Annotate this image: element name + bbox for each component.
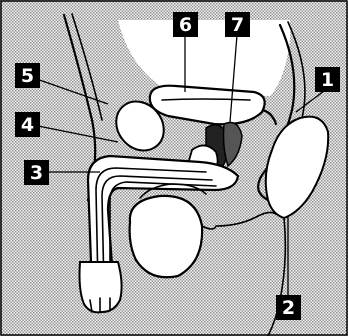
label-4: 4 xyxy=(15,112,40,137)
label-3-text: 3 xyxy=(30,162,43,184)
label-7-text: 7 xyxy=(231,14,244,36)
label-3: 3 xyxy=(24,160,49,185)
scrotum-testis xyxy=(130,196,203,277)
label-2-text: 2 xyxy=(282,297,295,319)
label-5-text: 5 xyxy=(21,65,34,87)
label-2: 2 xyxy=(276,295,301,320)
label-6: 6 xyxy=(173,12,198,37)
label-4-text: 4 xyxy=(21,114,34,136)
label-7: 7 xyxy=(225,12,250,37)
label-1: 1 xyxy=(315,67,340,92)
label-6-text: 6 xyxy=(179,14,192,36)
label-5: 5 xyxy=(15,63,40,88)
label-1-text: 1 xyxy=(321,69,334,91)
